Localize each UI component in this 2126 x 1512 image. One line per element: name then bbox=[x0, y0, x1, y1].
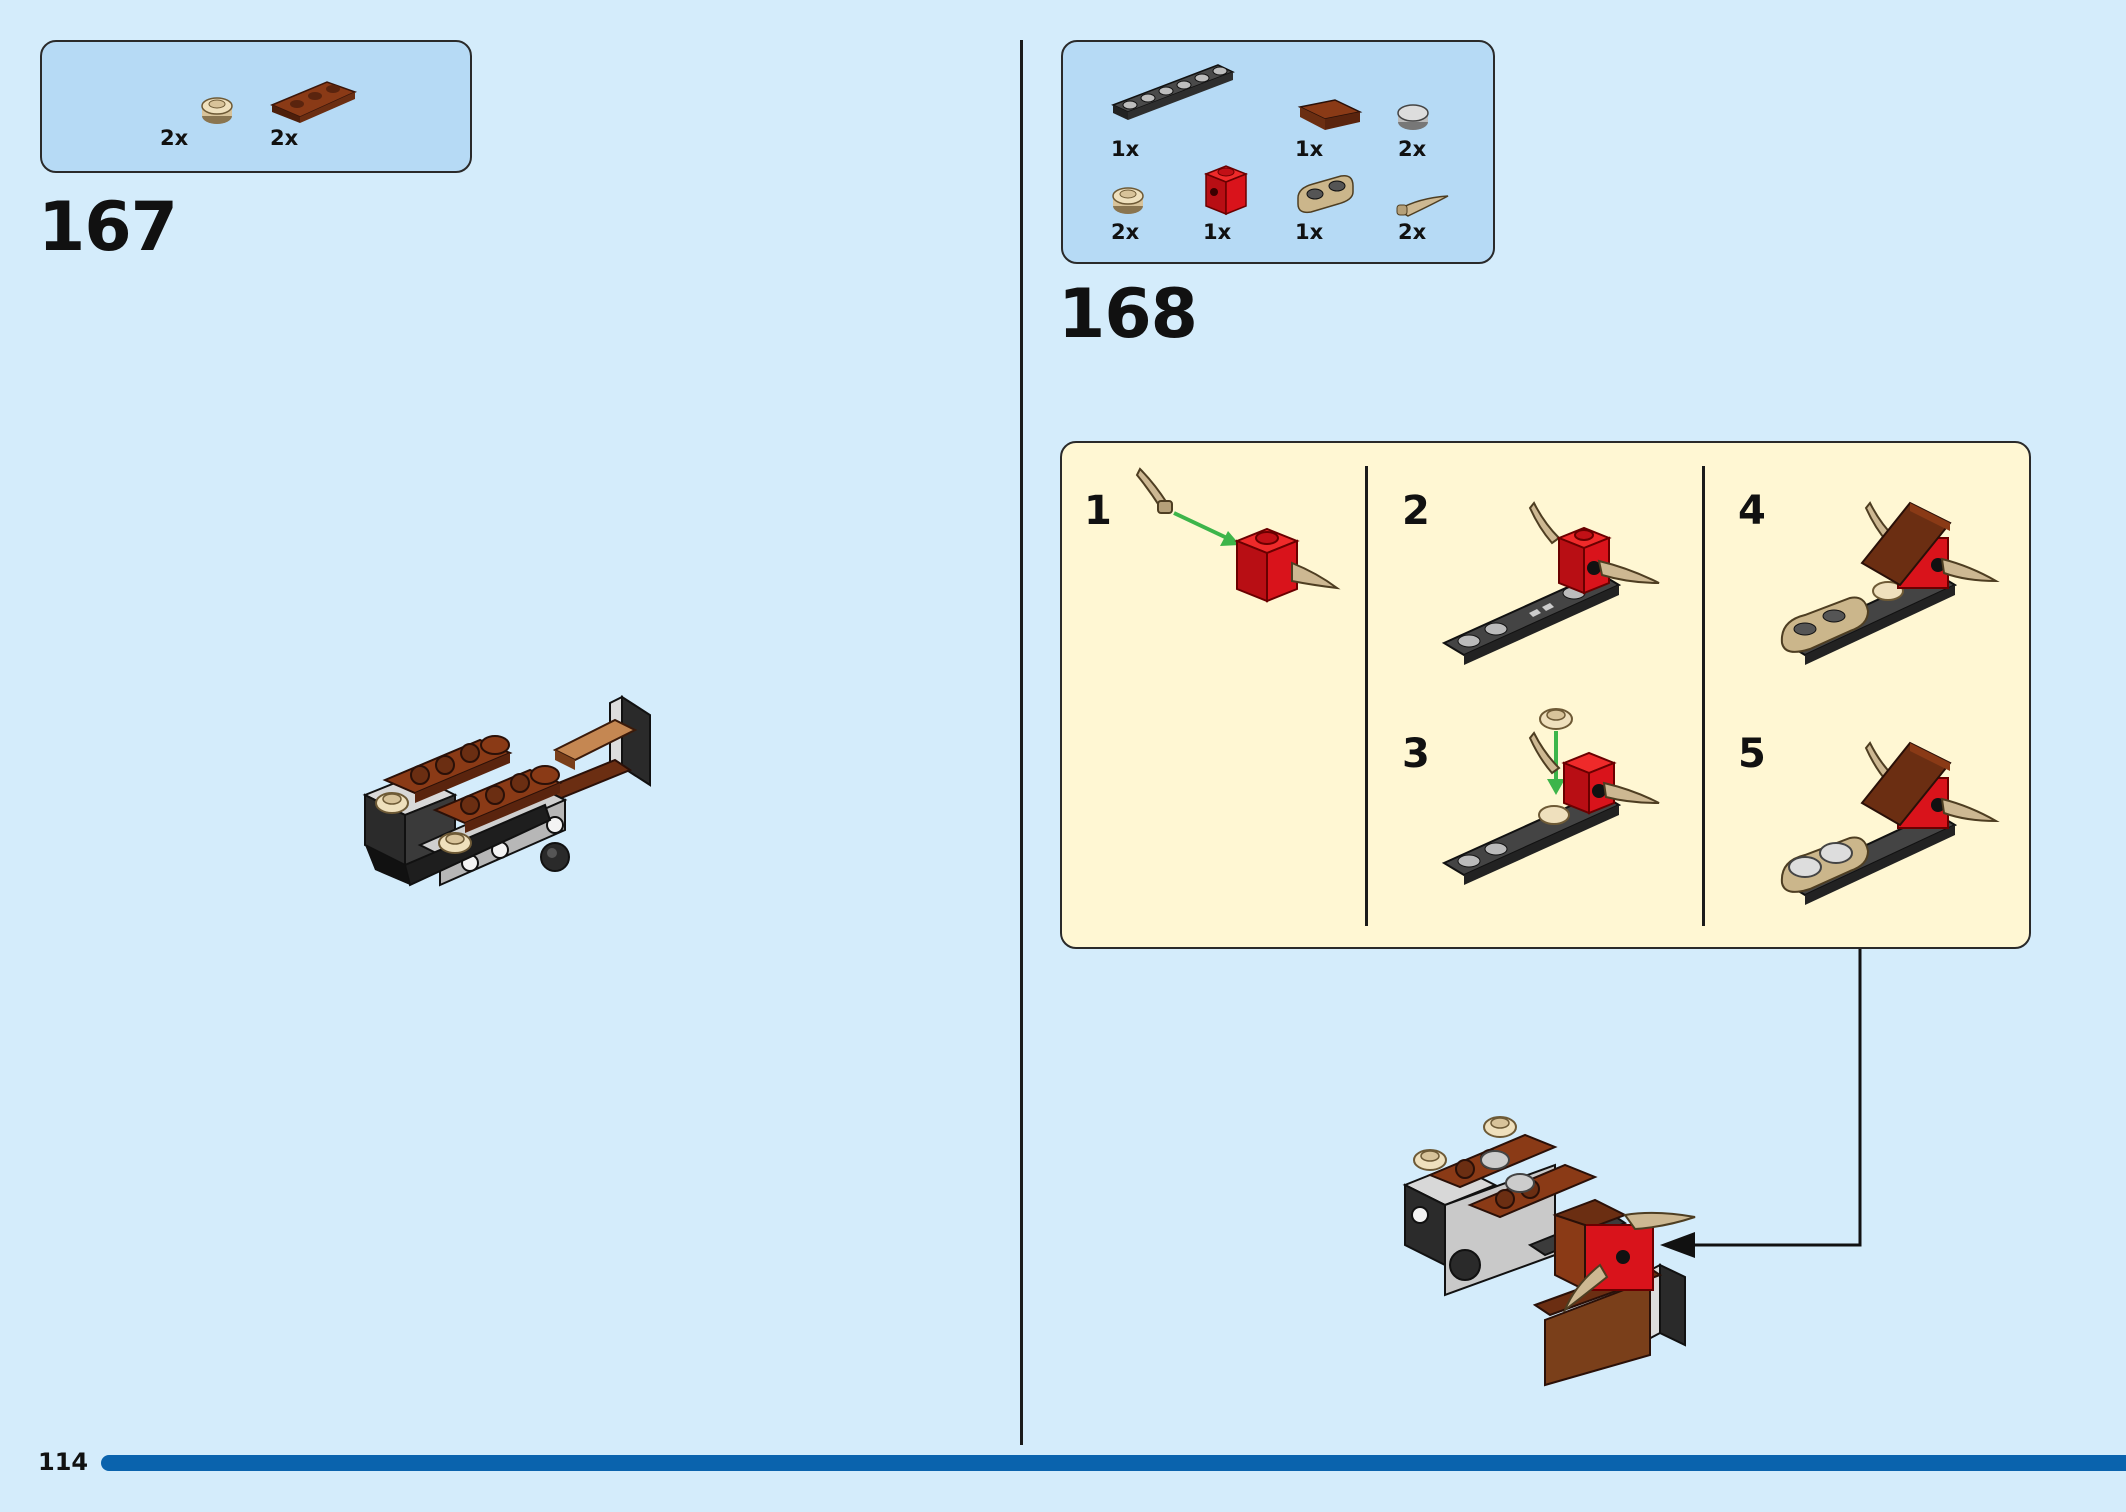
substep-number-2: 2 bbox=[1402, 488, 1430, 534]
part-qty: 2x bbox=[270, 126, 299, 150]
substep-number-1: 1 bbox=[1084, 488, 1112, 534]
model-assembly-167-icon bbox=[362, 695, 651, 887]
substep-5-illustration-icon bbox=[1780, 741, 2000, 905]
part-qty: 2x bbox=[1398, 220, 1427, 244]
part-plate-tan-rounded-icon bbox=[1297, 174, 1354, 214]
part-qty: 2x bbox=[160, 126, 189, 150]
substep-4-illustration-icon bbox=[1780, 501, 2000, 665]
part-plate-dark-grey-icon bbox=[1111, 64, 1235, 120]
substep-divider bbox=[1365, 466, 1368, 926]
substep-panel: 1 2 3 4 5 bbox=[1060, 441, 2031, 949]
model-assembly-168-icon bbox=[1402, 1116, 1696, 1387]
page-progress-bar bbox=[101, 1455, 2126, 1471]
part-round-tile-tan-icon bbox=[1112, 187, 1144, 214]
part-qty: 1x bbox=[1203, 220, 1232, 244]
part-horn-tan-icon bbox=[1396, 195, 1449, 217]
page-number: 114 bbox=[38, 1448, 89, 1476]
substep-divider bbox=[1702, 466, 1705, 926]
part-qty: 2x bbox=[1398, 137, 1427, 161]
substep-3-illustration-icon bbox=[1441, 708, 1660, 885]
parts-callout-168: 1x 1x 2x 2x 1x 1x 2x bbox=[1061, 40, 1495, 264]
parts-callout-167: 2x 2x bbox=[40, 40, 472, 173]
part-round-tile-tan-icon bbox=[201, 97, 233, 124]
part-slope-brown-icon bbox=[1297, 99, 1363, 130]
step-number-168: 168 bbox=[1058, 275, 1198, 354]
substep-1-illustration-icon bbox=[1135, 467, 1341, 603]
part-qty: 1x bbox=[1111, 137, 1140, 161]
part-qty: 2x bbox=[1111, 220, 1140, 244]
page-divider bbox=[1020, 40, 1023, 1445]
substep-number-3: 3 bbox=[1402, 731, 1430, 777]
step-number-167: 167 bbox=[38, 188, 178, 267]
substep-2-illustration-icon bbox=[1441, 501, 1660, 665]
part-hinge-plate-brown-icon bbox=[270, 81, 357, 123]
part-qty: 1x bbox=[1295, 220, 1324, 244]
part-brick-red-icon bbox=[1203, 165, 1249, 216]
substep-number-5: 5 bbox=[1738, 731, 1766, 777]
part-qty: 1x bbox=[1295, 137, 1324, 161]
part-round-tile-grey-icon bbox=[1397, 104, 1429, 130]
substep-number-4: 4 bbox=[1738, 488, 1766, 534]
